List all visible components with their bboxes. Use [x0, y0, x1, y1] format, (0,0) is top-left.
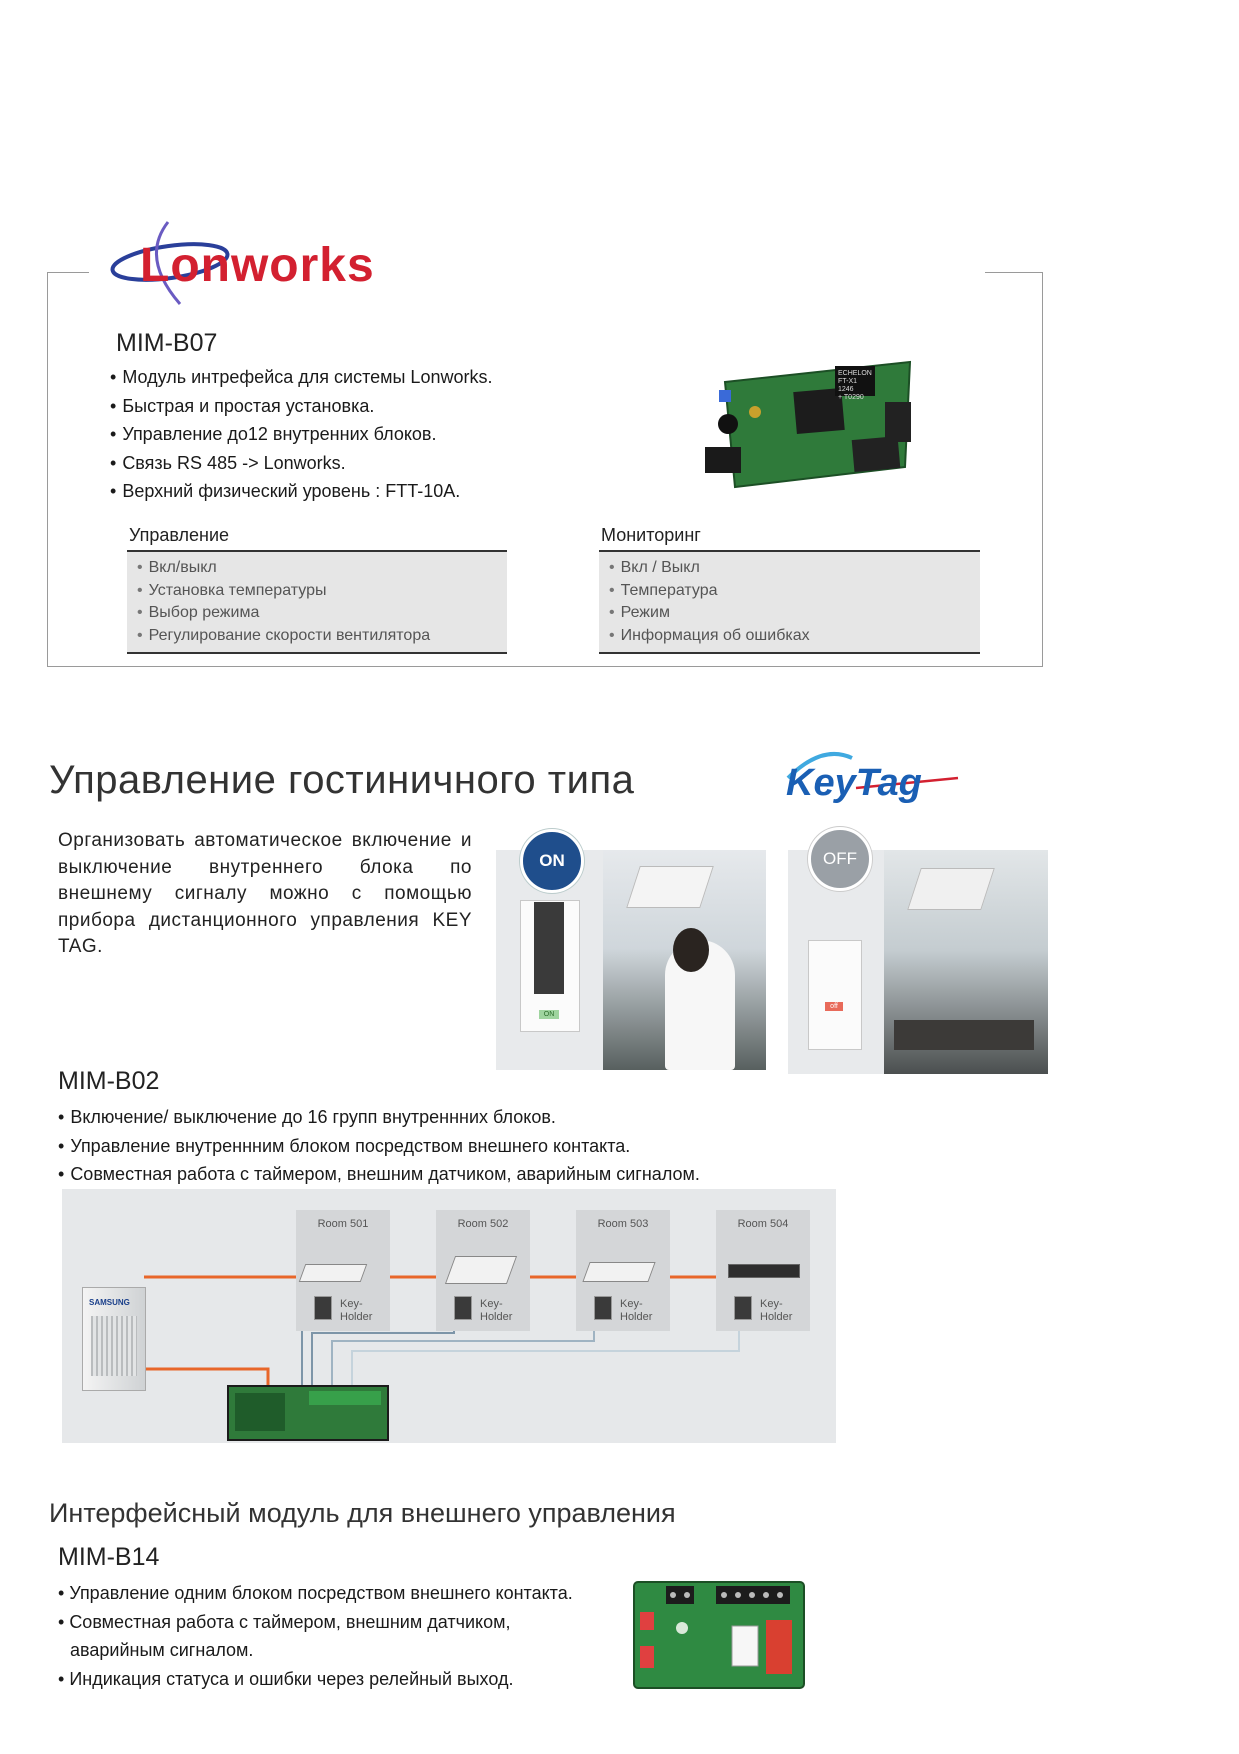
indoor-unit: [444, 1256, 518, 1284]
hotel-feature-list: Включение/ выключение до 16 групп внутре…: [58, 1103, 818, 1189]
list-item: Совместная работа с таймером, внешним да…: [58, 1160, 818, 1189]
lonworks-frame: [47, 272, 1043, 667]
key-holder-label: Key-Holder: [760, 1298, 793, 1323]
room-504: Room 504 Key-Holder: [716, 1210, 810, 1331]
list-item: Верхний физический уровень : FTT-10A.: [110, 477, 670, 506]
list-item: Вкл/выкл: [137, 557, 507, 580]
list-item: Выбор режима: [137, 602, 507, 625]
board-mark-2: FT-X1: [838, 378, 857, 385]
interface-feature-list: • Управление одним блоком посредством вн…: [58, 1579, 618, 1693]
interface-model: MIM-B14: [58, 1543, 160, 1571]
list-item: Модуль интрефейса для системы Lonworks.: [110, 363, 670, 392]
hotel-heading: Управление гостиничного типа: [49, 758, 635, 802]
keytag-logo: KeyTag: [782, 748, 962, 810]
lonworks-feature-list: Модуль интрефейса для системы Lonworks. …: [110, 363, 670, 506]
board-mark-4: + T0290: [838, 394, 864, 401]
list-item: • Управление одним блоком посредством вн…: [58, 1583, 573, 1603]
mim-b02-board: [227, 1385, 389, 1441]
mim-b07-board-image: ECHELON FT-X1 1246 + T0290: [705, 360, 912, 489]
board-section: [235, 1393, 285, 1431]
list-item: Быстрая и простая установка.: [110, 392, 670, 421]
key-holder-icon: [594, 1296, 612, 1320]
keytag-system-diagram: SAMSUNG Room 501 Key-Holder Room 502 Key…: [62, 1189, 836, 1443]
key-holder-device-empty: [808, 940, 862, 1050]
room-label: Room 503: [597, 1218, 649, 1230]
switch-on-indicator: ON: [539, 1010, 559, 1019]
key-holder-label: Key-Holder: [340, 1298, 373, 1323]
monitoring-box: Вкл / Выкл Температура Режим Информация …: [599, 550, 980, 654]
key-holder-icon: [734, 1296, 752, 1320]
list-item: Управление внутреннним блоком посредство…: [58, 1132, 818, 1161]
list-item: Регулирование скорости вентилятора: [137, 625, 507, 648]
list-item: Включение/ выключение до 16 групп внутре…: [58, 1103, 818, 1132]
list-item: • Совместная работа с таймером, внешним …: [58, 1611, 511, 1661]
interface-heading: Интерфейсный модуль для внешнего управле…: [49, 1498, 676, 1528]
frame-top-left-line: [47, 272, 89, 273]
list-item: Температура: [609, 580, 980, 603]
outdoor-unit: SAMSUNG: [82, 1287, 146, 1391]
room-off-photo: [884, 850, 1048, 1074]
room-on-photo: [603, 850, 766, 1070]
indoor-unit: [728, 1264, 800, 1278]
hotel-model: MIM-B02: [58, 1067, 160, 1095]
board-mark-3: 1246: [838, 386, 854, 393]
mim-b14-board-image: [633, 1581, 805, 1689]
terminal-block: [309, 1391, 381, 1405]
board-mark-1: ECHELON: [838, 370, 872, 377]
list-item: Связь RS 485 -> Lonworks.: [110, 449, 670, 478]
indoor-unit: [582, 1262, 656, 1282]
list-item: Установка температуры: [137, 580, 507, 603]
sofa: [894, 1020, 1034, 1050]
cassette-unit: [907, 868, 995, 910]
key-card-slot: [534, 902, 564, 994]
keytag-logo-text: KeyTag: [786, 762, 922, 804]
list-item: Информация об ошибках: [609, 625, 980, 648]
lonworks-logo-text: Lonworks: [140, 239, 375, 292]
key-holder-label: Key-Holder: [620, 1298, 653, 1323]
lonworks-orbit-icon: [110, 221, 230, 305]
lonworks-model: MIM-B07: [116, 329, 218, 357]
key-holder-icon: [314, 1296, 332, 1320]
switch-off-indicator: off: [825, 1002, 843, 1011]
hotel-description: Организовать автоматическое включение и …: [58, 830, 472, 957]
room-label: Room 504: [737, 1218, 789, 1230]
room-label: Room 501: [317, 1218, 369, 1230]
list-item: • Индикация статуса и ошибки через релей…: [58, 1668, 514, 1689]
cassette-unit: [626, 866, 714, 908]
outdoor-unit-brand: SAMSUNG: [89, 1298, 130, 1307]
frame-top-right-line: [985, 272, 1042, 273]
room-501: Room 501 Key-Holder: [296, 1210, 390, 1331]
room-503: Room 503 Key-Holder: [576, 1210, 670, 1331]
on-badge: ON: [520, 829, 584, 893]
list-item: Управление до12 внутренних блоков.: [110, 420, 670, 449]
off-badge: OFF: [808, 827, 872, 891]
room-502: Room 502 Key-Holder: [436, 1210, 530, 1331]
key-holder-label: Key-Holder: [480, 1298, 513, 1323]
control-box: Вкл/выкл Установка температуры Выбор реж…: [127, 550, 507, 654]
key-holder-icon: [454, 1296, 472, 1320]
keytag-swoosh-icon: [786, 752, 959, 790]
list-item: Режим: [609, 602, 980, 625]
lonworks-logo: Lonworks: [110, 218, 400, 308]
monitoring-box-title: Мониторинг: [601, 525, 701, 545]
list-item: Вкл / Выкл: [609, 557, 980, 580]
indoor-unit: [298, 1264, 368, 1282]
person-head: [673, 928, 709, 972]
room-label: Room 502: [457, 1218, 509, 1230]
control-box-title: Управление: [129, 525, 230, 545]
outdoor-unit-grille: [91, 1316, 137, 1376]
